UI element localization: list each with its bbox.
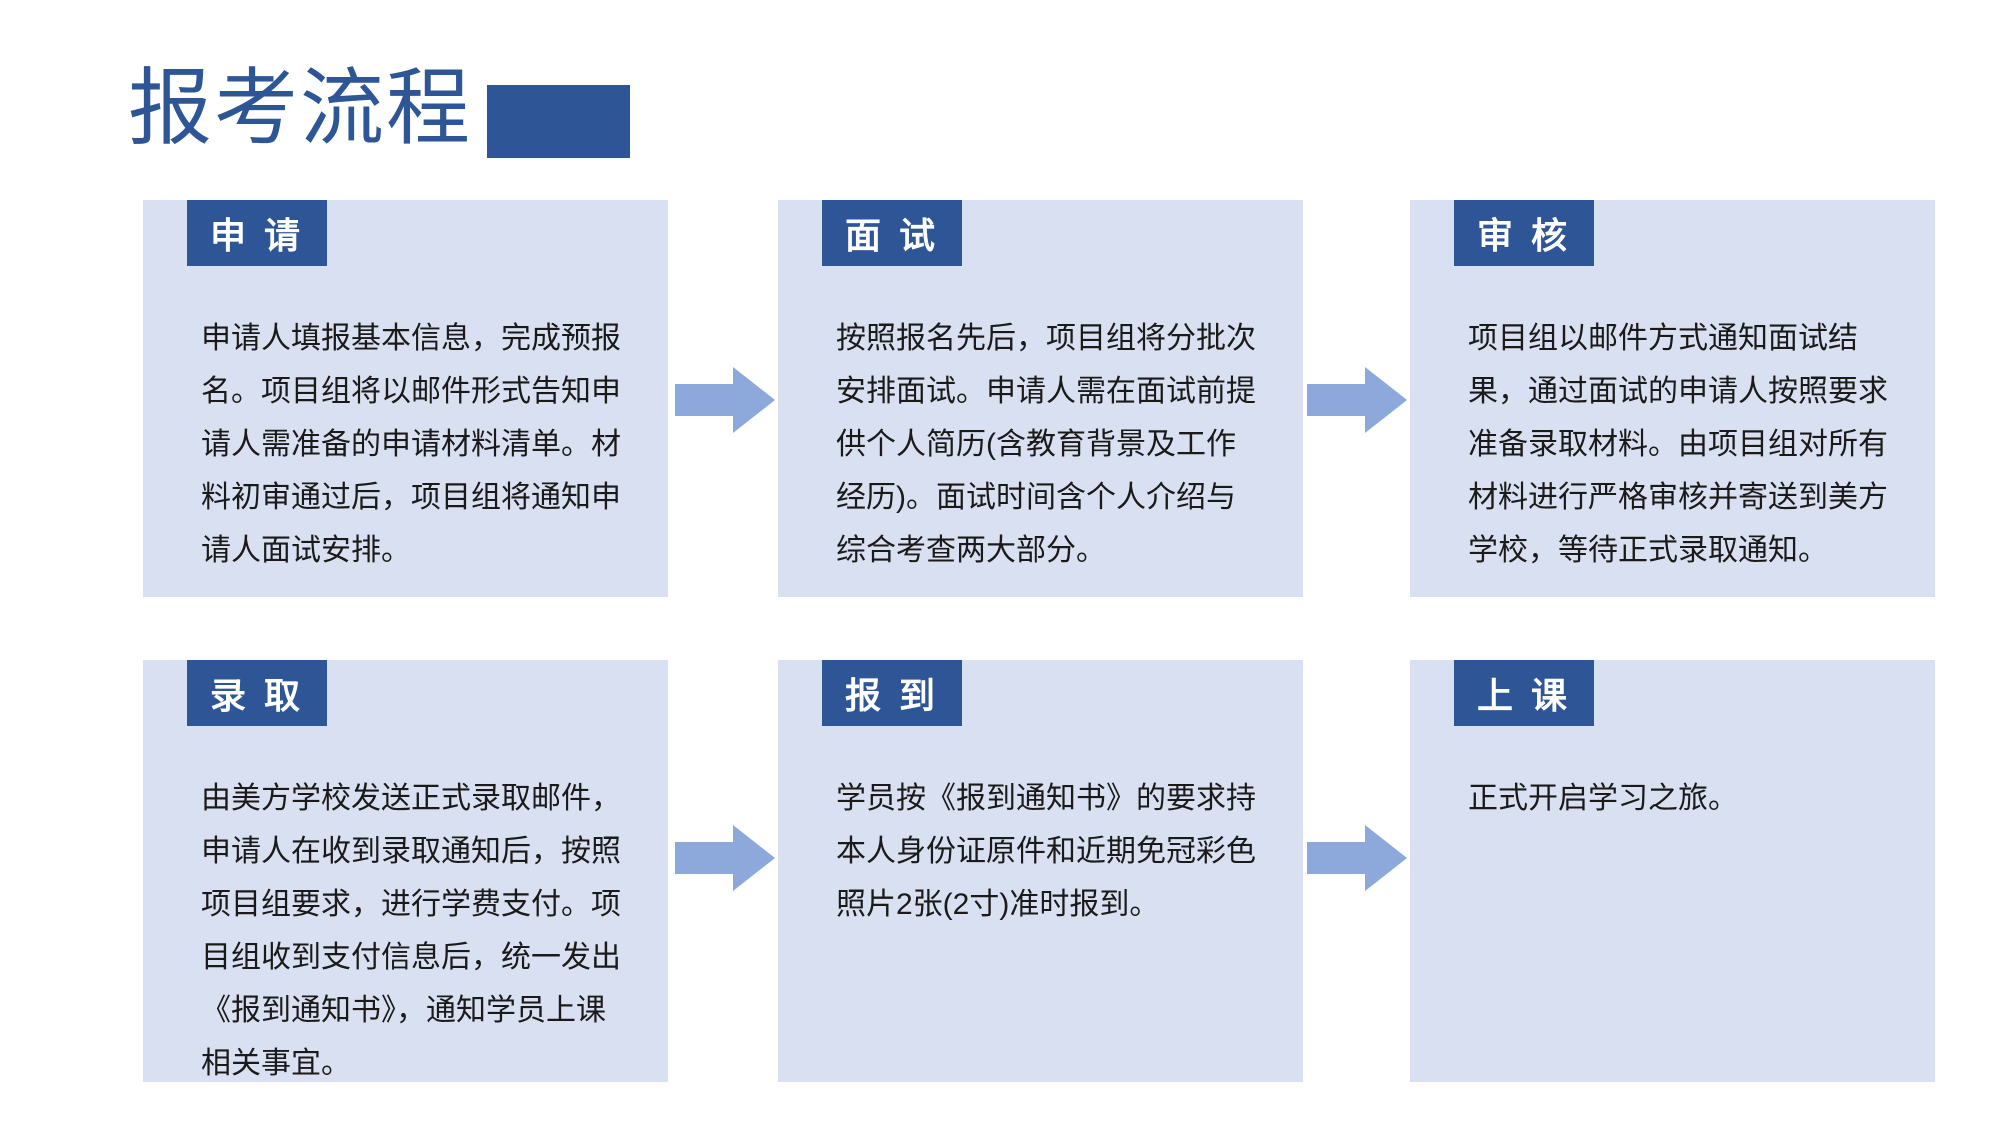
flow-arrow-right-icon (1307, 825, 1407, 891)
process-card-class: 上 课 正式开启学习之旅。 (1410, 660, 1935, 1082)
card-label-badge: 申 请 (187, 200, 327, 266)
title-accent-rect (487, 85, 630, 158)
card-body-text: 项目组以邮件方式通知面试结果，通过面试的申请人按照要求准备录取材料。由项目组对所… (1468, 322, 1888, 567)
card-label-badge: 录 取 (187, 660, 327, 726)
card-label-badge: 面 试 (822, 200, 962, 266)
card-label-badge: 审 核 (1454, 200, 1594, 266)
process-card-interview: 面 试 按照报名先后，项目组将分批次安排面试。申请人需在面试前提供个人简历(含教… (778, 200, 1303, 597)
card-body-text: 由美方学校发送正式录取邮件，申请人在收到录取通知后，按照项目组要求，进行学费支付… (201, 782, 621, 1080)
card-body-text: 申请人填报基本信息，完成预报名。项目组将以邮件形式告知申请人需准备的申请材料清单… (201, 322, 621, 567)
card-body-text: 学员按《报到通知书》的要求持本人身份证原件和近期免冠彩色照片2张(2寸)准时报到… (836, 782, 1256, 921)
card-body-text: 按照报名先后，项目组将分批次安排面试。申请人需在面试前提供个人简历(含教育背景及… (836, 322, 1256, 567)
process-card-review: 审 核 项目组以邮件方式通知面试结果，通过面试的申请人按照要求准备录取材料。由项… (1410, 200, 1935, 597)
flow-arrow-right-icon (1307, 367, 1407, 433)
card-body-text: 正式开启学习之旅。 (1468, 782, 1738, 815)
process-card-registration: 报 到 学员按《报到通知书》的要求持本人身份证原件和近期免冠彩色照片2张(2寸)… (778, 660, 1303, 1082)
page-title: 报考流程 (128, 61, 473, 155)
card-label-badge: 上 课 (1454, 660, 1594, 726)
flow-arrow-right-icon (675, 825, 775, 891)
card-label-badge: 报 到 (822, 660, 962, 726)
process-card-apply: 申 请 申请人填报基本信息，完成预报名。项目组将以邮件形式告知申请人需准备的申请… (143, 200, 668, 597)
process-card-admission: 录 取 由美方学校发送正式录取邮件，申请人在收到录取通知后，按照项目组要求，进行… (143, 660, 668, 1082)
flow-arrow-right-icon (675, 367, 775, 433)
